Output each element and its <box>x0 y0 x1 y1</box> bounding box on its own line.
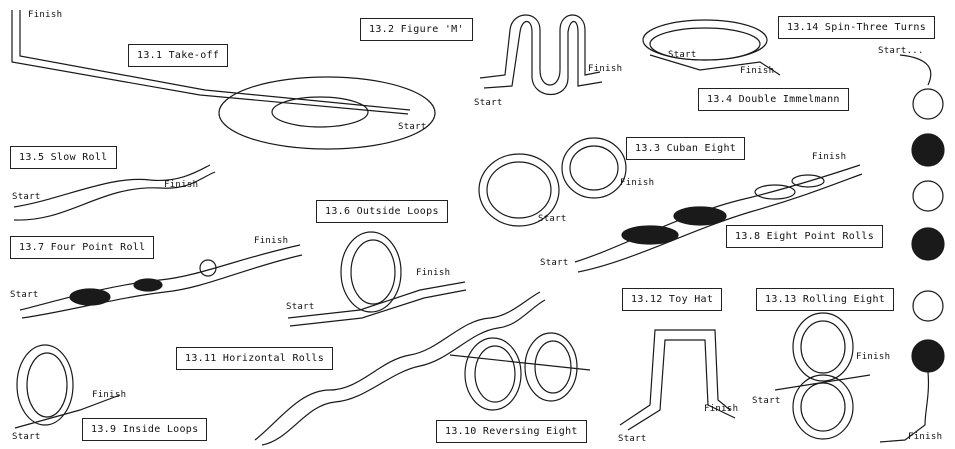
four-point-caption: 13.7 Four Point Roll <box>10 236 154 259</box>
cuban-eight-start-label: Start <box>538 214 567 224</box>
toy-hat-finish-label: Finish <box>704 404 738 414</box>
spin-finish-label: Finish <box>908 432 942 442</box>
toy-hat-caption: 13.12 Toy Hat <box>622 288 722 311</box>
toy-hat-start-label: Start <box>618 434 647 444</box>
inside-loops-drawing <box>15 345 120 428</box>
rolling-eight-drawing <box>775 313 870 439</box>
figure-m-caption: 13.2 Figure 'M' <box>360 18 473 41</box>
spin-three-finish-label: Finish <box>740 66 774 76</box>
takeoff-start-label: Start <box>398 122 427 132</box>
four-point-start-label: Start <box>10 290 39 300</box>
spin-three-caption: 13.14 Spin-Three Turns <box>778 16 935 39</box>
cuban-eight-finish-label: Finish <box>620 178 654 188</box>
four-point-finish-label: Finish <box>254 236 288 246</box>
inside-loops-start-label: Start <box>12 432 41 442</box>
eight-point-drawing <box>575 165 862 272</box>
cuban-eight-caption: 13.3 Cuban Eight <box>626 137 745 160</box>
spin-three-start-label: Start <box>668 50 697 60</box>
figure-m-finish-label: Finish <box>588 64 622 74</box>
outside-loops-start-label: Start <box>286 302 315 312</box>
outside-loops-drawing <box>288 232 466 326</box>
outside-loops-finish-label: Finish <box>416 268 450 278</box>
slow-roll-caption: 13.5 Slow Roll <box>10 146 117 169</box>
spin-start-label: Start... <box>878 46 924 56</box>
horizontal-rolls-caption: 13.11 Horizontal Rolls <box>176 347 333 370</box>
eight-point-start-label: Start <box>540 258 569 268</box>
inside-loops-finish-label: Finish <box>92 390 126 400</box>
spin-sequence-drawing <box>880 55 944 442</box>
outside-loops-caption: 13.6 Outside Loops <box>316 200 448 223</box>
double-immelmann-caption: 13.4 Double Immelmann <box>698 88 849 111</box>
cuban-eight-drawing <box>479 138 626 226</box>
rolling-eight-finish-label: Finish <box>856 352 890 362</box>
slow-roll-finish-label: Finish <box>164 180 198 190</box>
reverse-eight-drawing <box>450 333 590 410</box>
slow-roll-drawing <box>14 165 215 220</box>
rolling-eight-caption: 13.13 Rolling Eight <box>756 288 894 311</box>
inside-loops-caption: 13.9 Inside Loops <box>82 418 207 441</box>
figure-m-start-label: Start <box>474 98 503 108</box>
eight-point-finish-label: Finish <box>812 152 846 162</box>
takeoff-caption: 13.1 Take-off <box>128 44 228 67</box>
toy-hat-drawing <box>620 330 735 430</box>
slow-roll-start-label: Start <box>12 192 41 202</box>
takeoff-finish-label: Finish <box>28 10 62 20</box>
figure-m-drawing <box>480 15 602 95</box>
rolling-eight-start-label: Start <box>752 396 781 406</box>
eight-point-caption: 13.8 Eight Point Rolls <box>726 225 883 248</box>
reverse-eight-caption: 13.10 Reversing Eight <box>436 420 587 443</box>
